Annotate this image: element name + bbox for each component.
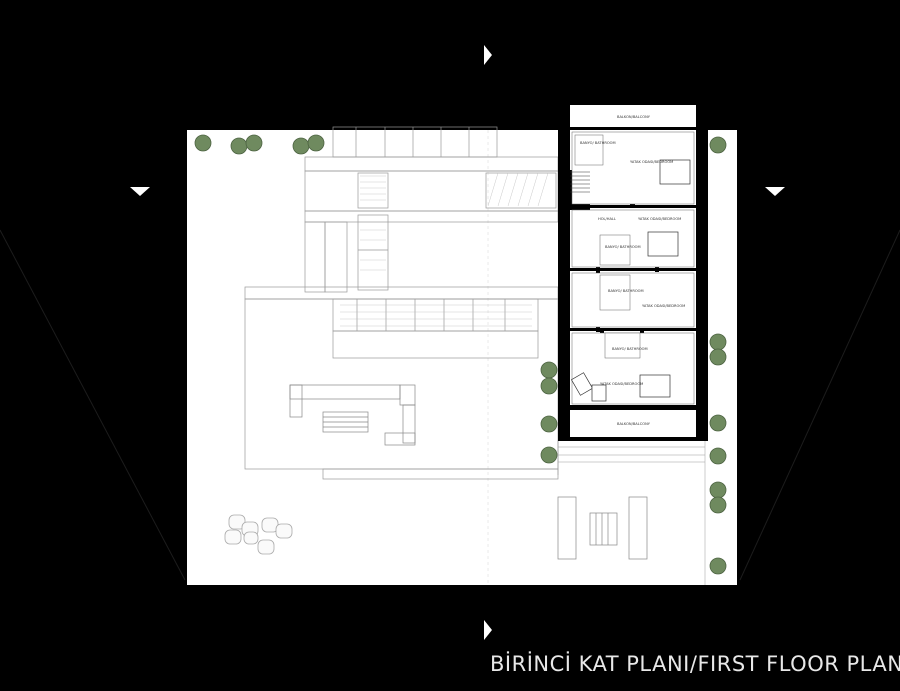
lounge-furniture	[289, 384, 416, 446]
trees	[194, 134, 727, 575]
section-markers	[130, 45, 785, 640]
label-bedroom-3: YATAK ODASI/BEDROOM	[642, 304, 685, 308]
label-bathroom-1: BANYO/ BATHROOM	[580, 141, 616, 145]
label-bedroom-1: YATAK ODASI/BEDROOM	[630, 160, 673, 164]
label-bedroom-4: YATAK ODASI/BEDROOM	[600, 382, 643, 386]
label-hall: HOL/HALL	[598, 217, 616, 221]
entry-steps	[557, 440, 705, 475]
beds	[570, 159, 691, 402]
house-stairs	[570, 171, 590, 193]
label-bedroom-2: YATAK ODASI/BEDROOM	[638, 217, 681, 221]
label-bathroom-3: BANYO/ BATHROOM	[608, 289, 644, 293]
pergola-slats	[340, 172, 549, 327]
label-bathroom-2: BANYO/ BATHROOM	[605, 245, 641, 249]
sun-loungers	[557, 496, 648, 560]
house-top-extension	[558, 100, 708, 132]
label-balcony-top: BALKON/BALCONY	[617, 115, 651, 119]
label-balcony-bottom: BALKON/BALCONY	[617, 422, 651, 426]
label-bathroom-4: BANYO/ BATHROOM	[612, 347, 648, 351]
boulders	[224, 514, 293, 555]
plan-title: BİRİNCİ KAT PLANI/FIRST FLOOR PLAN	[490, 652, 900, 676]
construction-lines	[0, 229, 900, 581]
